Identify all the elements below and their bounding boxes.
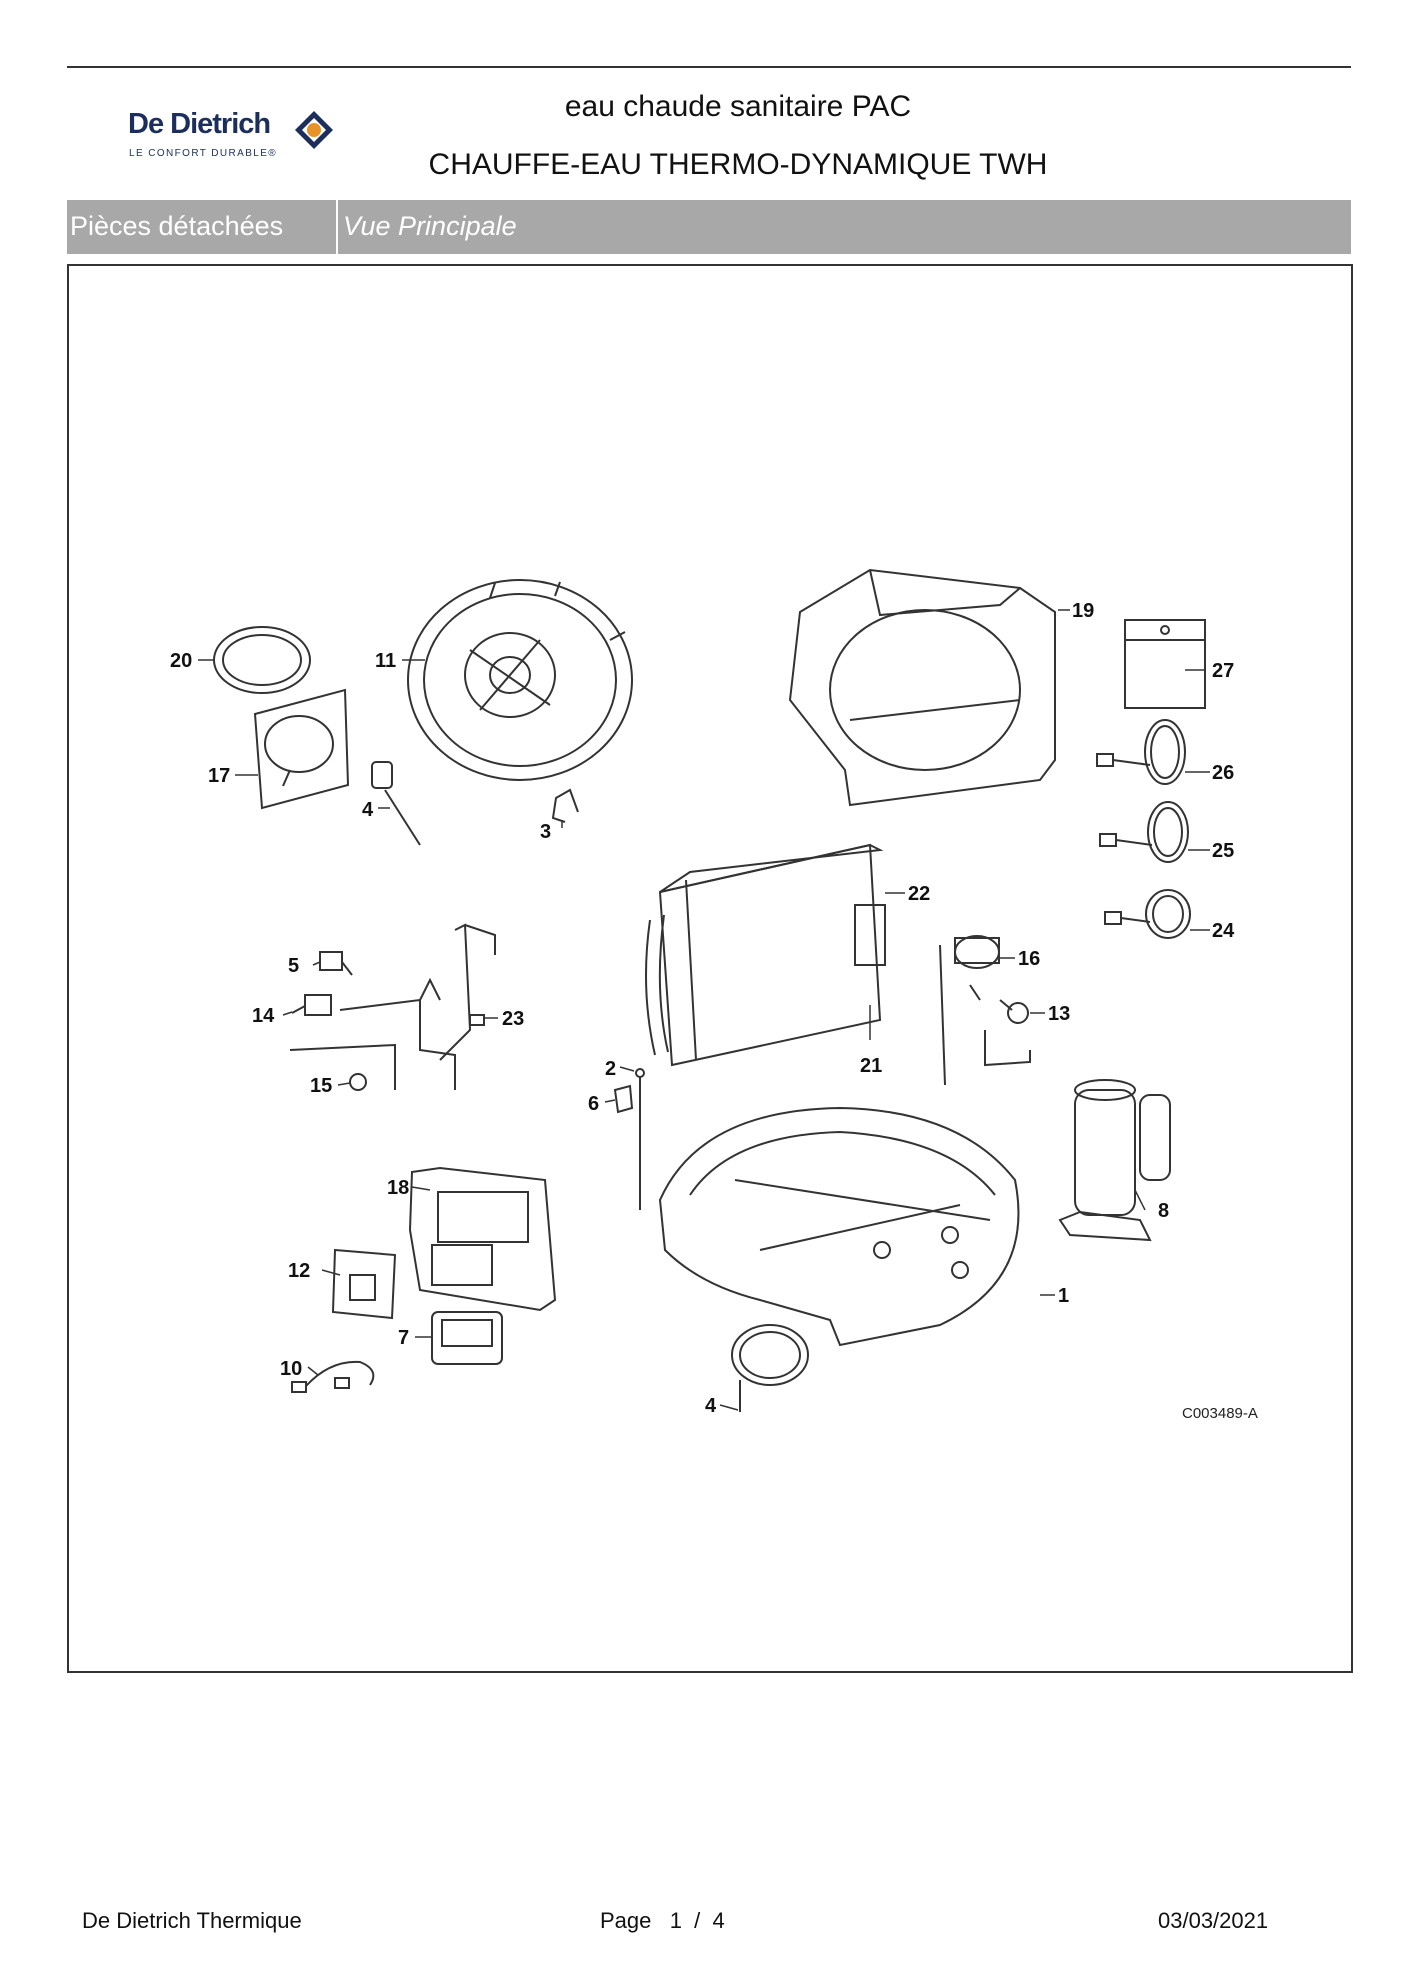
part-sensor-coil-24 bbox=[1104, 889, 1191, 939]
callout-12: 12 bbox=[288, 1260, 310, 1282]
document-title: eau chaude sanitaire PAC bbox=[564, 90, 912, 123]
callout-3: 3 bbox=[540, 821, 551, 843]
callout-11: 11 bbox=[375, 650, 396, 672]
callout-1: 1 bbox=[1058, 1285, 1069, 1307]
part-sensor-lower bbox=[731, 1324, 809, 1412]
diagram-frame bbox=[67, 264, 1353, 1673]
drawing-reference: C003489-A bbox=[1182, 1405, 1258, 1422]
part-gasket-ring bbox=[213, 626, 311, 694]
part-filter-drier bbox=[939, 935, 1000, 1086]
part-pipework bbox=[289, 923, 496, 1091]
callout-24: 24 bbox=[1212, 920, 1235, 942]
callout-14: 14 bbox=[252, 1005, 275, 1027]
callout-17: 17 bbox=[208, 765, 230, 787]
section-view-label: Vue Principale bbox=[343, 211, 517, 241]
product-title: CHAUFFE-EAU THERMO-DYNAMIQUE TWH bbox=[428, 148, 1048, 181]
callout-19: 19 bbox=[1072, 600, 1094, 622]
callout-4-upper: 4 bbox=[362, 799, 374, 821]
brand-tagline: LE CONFORT DURABLE® bbox=[129, 148, 278, 159]
callout-6: 6 bbox=[588, 1093, 599, 1115]
callout-20: 20 bbox=[170, 650, 192, 672]
callout-5: 5 bbox=[288, 955, 299, 977]
callout-18: 18 bbox=[387, 1177, 409, 1199]
section-category-label: Pièces détachées bbox=[70, 211, 284, 241]
part-cable bbox=[291, 1360, 375, 1393]
callout-25: 25 bbox=[1212, 840, 1234, 862]
part-fan bbox=[407, 579, 633, 781]
part-sensor-coil-26 bbox=[1096, 719, 1186, 785]
section-bar-divider bbox=[336, 200, 338, 254]
part-service-valve bbox=[984, 999, 1031, 1067]
brand-diamond-icon bbox=[295, 111, 333, 149]
callout-8: 8 bbox=[1158, 1200, 1169, 1222]
callout-16: 16 bbox=[1018, 948, 1040, 970]
callout-10: 10 bbox=[280, 1358, 302, 1380]
part-spare-bag bbox=[1124, 619, 1206, 709]
part-sensor-coil-25 bbox=[1099, 801, 1189, 863]
part-display bbox=[431, 1311, 503, 1365]
footer-company: De Dietrich Thermique bbox=[82, 1908, 302, 1933]
callout-13: 13 bbox=[1048, 1003, 1070, 1025]
section-bar: Pièces détachées Vue Principale bbox=[67, 200, 1351, 254]
part-fan-housing bbox=[788, 568, 1056, 807]
footer-date: 03/03/2021 bbox=[1158, 1908, 1269, 1933]
section-view: Vue Principale bbox=[339, 200, 1349, 254]
callout-7: 7 bbox=[398, 1327, 409, 1349]
callout-22: 22 bbox=[908, 883, 930, 905]
callout-2: 2 bbox=[605, 1058, 616, 1080]
part-clip bbox=[551, 788, 579, 823]
part-probe bbox=[613, 1068, 645, 1210]
part-control-housing bbox=[408, 1166, 557, 1312]
section-category: Pièces détachées bbox=[67, 200, 335, 254]
callout-21: 21 bbox=[860, 1055, 882, 1077]
brand-name: De Dietrich bbox=[128, 108, 271, 140]
callout-4-lower: 4 bbox=[705, 1395, 717, 1417]
callout-27: 27 bbox=[1212, 660, 1234, 682]
brand-logo: De Dietrich LE CONFORT DURABLE® bbox=[128, 108, 343, 168]
callout-23: 23 bbox=[502, 1008, 524, 1030]
part-evaporator bbox=[645, 843, 886, 1067]
part-compressor bbox=[1058, 1079, 1171, 1242]
callout-26: 26 bbox=[1212, 762, 1234, 784]
callout-15: 15 bbox=[310, 1075, 332, 1097]
part-pcb bbox=[331, 1248, 397, 1320]
part-gasket-plate bbox=[253, 688, 350, 810]
part-sensor-upper bbox=[371, 761, 421, 846]
footer-page-number: Page 1 / 4 bbox=[600, 1908, 725, 1933]
part-base-tray bbox=[658, 1106, 1020, 1347]
top-rule bbox=[67, 66, 1351, 68]
